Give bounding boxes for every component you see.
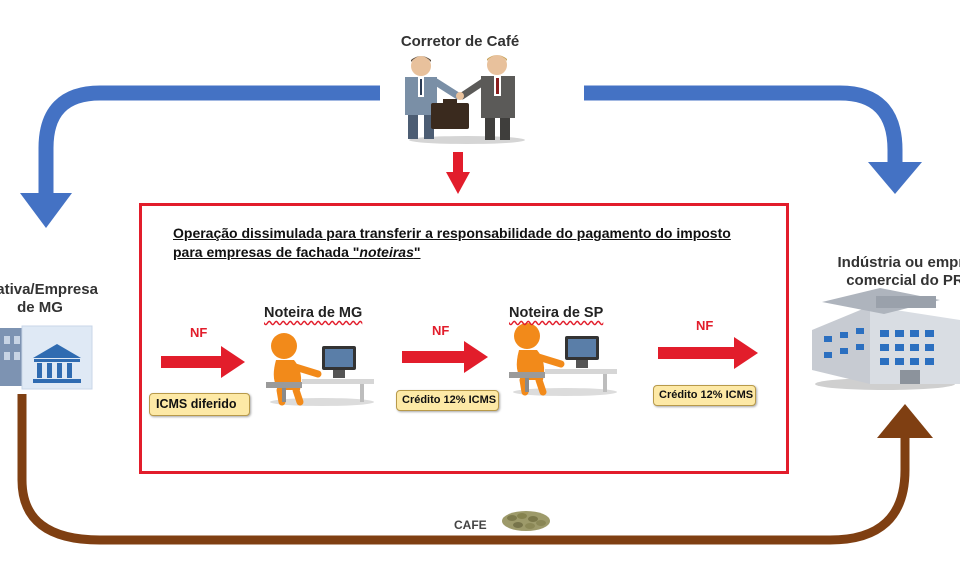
scheme-note-prefix: para empresas de fachada "	[173, 244, 360, 260]
coffee-label: CAFE	[454, 518, 487, 532]
red-down-arrow	[446, 152, 470, 194]
person-at-computer-icon	[266, 333, 374, 406]
person-at-computer-icon	[509, 323, 617, 396]
noteira-sp-label: Noteira de SP	[509, 305, 604, 321]
broker-label: Corretor de Café	[400, 33, 520, 50]
nf-arrow-2	[402, 341, 488, 373]
scheme-note-suffix: "	[413, 244, 421, 260]
cooperative-label: erativa/Empresa de MG	[0, 281, 120, 317]
cooperative-label-line2: de MG	[17, 299, 63, 316]
brown-arrow-coffee-flow	[17, 394, 933, 545]
scheme-note-line2: para empresas de fachada "noteiras"	[173, 244, 421, 260]
handshake-icon	[405, 55, 525, 144]
nf-label-3: NF	[696, 318, 714, 333]
icms-deferred-tag: ICMS diferido	[149, 393, 250, 416]
nf-arrow-1	[161, 346, 245, 378]
scheme-note-line1: Operação dissimulada para transferir a r…	[173, 225, 731, 241]
blue-arrow-right	[584, 85, 922, 194]
noteira-mg-label: Noteira de MG	[264, 305, 363, 321]
icms-credit-tag-1: Crédito 12% ICMS	[396, 390, 499, 411]
blue-arrow-left	[20, 85, 380, 228]
fraud-scheme-box	[139, 203, 789, 474]
industry-building-icon	[812, 288, 960, 390]
nf-label-1: NF	[190, 325, 208, 340]
industry-label-line2: comercial do PR	[846, 272, 960, 289]
industry-label-line1: Indústria ou empre	[837, 254, 960, 271]
nf-label-2: NF	[432, 323, 450, 338]
icms-credit-tag-2: Crédito 12% ICMS	[653, 385, 756, 406]
cooperative-label-line1: erativa/Empresa	[0, 281, 98, 298]
industry-label: Indústria ou empre comercial do PR	[805, 254, 960, 290]
scheme-note-italic: noteiras	[359, 244, 414, 260]
coffee-beans-icon	[502, 511, 550, 531]
cooperative-building-icon	[0, 325, 93, 390]
nf-arrow-3	[658, 337, 758, 369]
